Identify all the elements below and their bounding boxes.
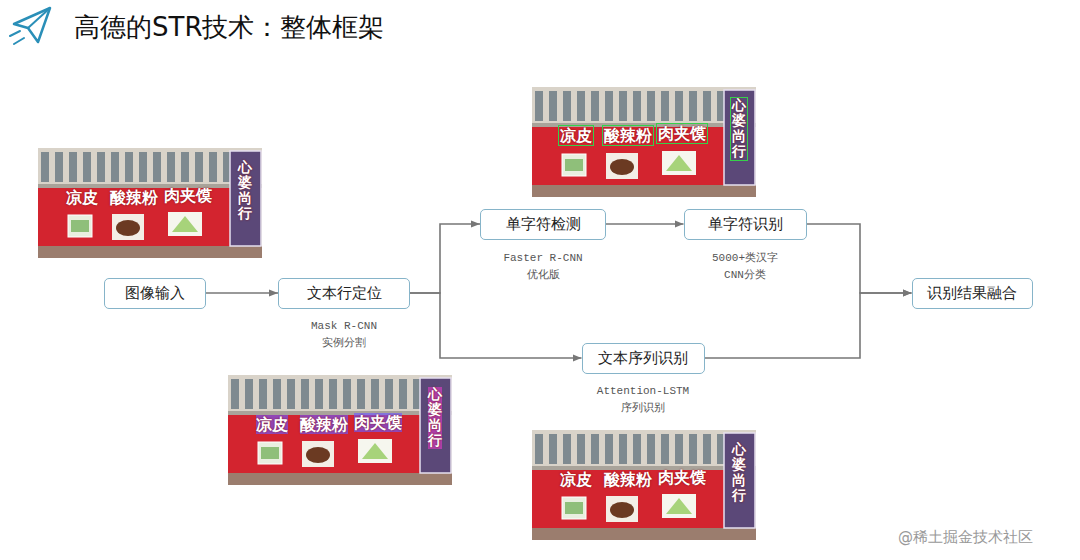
sign-text: 凉皮 [560,470,592,489]
process-box: 单字符检测 [480,209,606,240]
box-label: 单字符识别 [708,215,783,233]
page-title: 高德的STR技术：整体框架 [74,12,384,43]
sign-text: 肉夹馍 [164,186,212,205]
watermark: @稀土掘金技术社区 [898,528,1033,547]
sign-text: 心婆尚行 [428,387,442,449]
process-box: 单字符识别 [684,209,807,240]
sign-text: 酸辣粉 [110,188,158,207]
sign-text: 肉夹馍 [658,468,706,487]
drawing-part [10,31,24,44]
box-label: 文本序列识别 [598,349,688,367]
logo-icon [10,8,50,44]
input-photo [38,148,262,258]
char-detection-photo [532,87,756,197]
flow-arrow [606,223,684,225]
method-caption: Faster R-CNN 优化版 [497,250,589,283]
flow-arrow [807,224,912,293]
sign-text: 凉皮 [256,415,288,434]
sign-text: 心婆尚行 [238,160,252,222]
method-caption: 5000+类汉字 CNN分类 [706,250,784,283]
box-label: 图像输入 [125,284,185,302]
box-label: 单字符检测 [506,215,581,233]
box-label: 识别结果融合 [927,284,1017,302]
flow-arrow [410,293,582,358]
drawing-part [14,8,50,42]
sign-text: 心婆尚行 [730,97,748,161]
sign-text: 酸辣粉 [300,415,348,434]
sign-text: 酸辣粉 [602,125,654,146]
sequence-photo [532,430,756,540]
sign-text: 凉皮 [66,188,98,207]
flow-arrow [206,292,278,294]
method-caption: Attention-LSTM 序列识别 [592,383,694,416]
sign-text: 酸辣粉 [604,470,652,489]
process-box: 文本序列识别 [582,343,705,374]
box-label: 文本行定位 [307,284,382,302]
flow-arrow [410,224,480,293]
segmentation-photo [228,375,452,485]
process-box: 图像输入 [104,278,206,309]
sign-text: 肉夹馍 [354,413,402,432]
drawing-part [28,8,50,28]
method-caption: Mask R-CNN 实例分割 [304,318,384,351]
process-box: 识别结果融合 [912,278,1033,309]
process-box: 文本行定位 [278,278,410,309]
sign-text: 心婆尚行 [732,442,746,504]
sign-text: 肉夹馍 [656,123,708,144]
flow-arrow [705,293,912,358]
sign-text: 凉皮 [558,125,594,146]
